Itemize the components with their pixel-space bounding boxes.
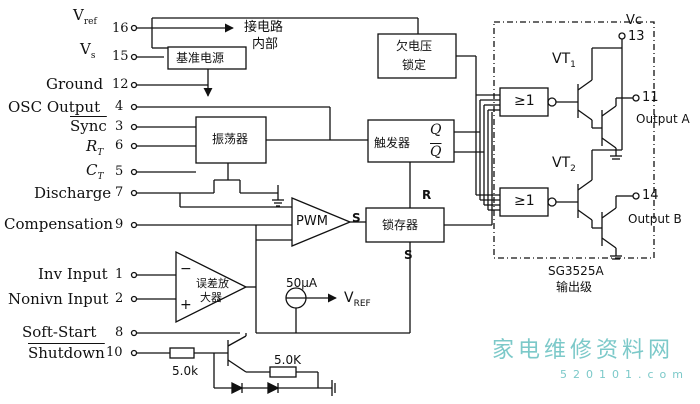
pin-num-vs: 15 [112,49,129,64]
pin-num-noninv: 2 [115,291,124,306]
pin-num-discharge: 7 [115,185,124,200]
pin-label-ground: Ground [46,75,104,93]
vt2-label: VT2 [552,155,576,174]
pin-num-softstart: 8 [115,325,124,340]
pin-label-softstart: Soft-Start [22,323,97,341]
pin-label-vs: Vs [80,40,96,61]
pin-label-vref: Vref [73,6,97,27]
pin-label-rt: RT [86,137,104,158]
pin-num-rt: 6 [115,138,124,153]
vc-label: Vc [626,13,643,28]
pin-stubs [134,27,330,354]
flipflop-qbar: Q [430,144,442,160]
vt1-label: VT1 [552,51,576,70]
pin-label-comp: Compensation [4,215,114,233]
ea-plus: + [180,297,192,313]
pwm-comparator [291,197,352,247]
reference-block [167,46,247,70]
flipflop-q: Q [430,122,442,138]
pin-num-comp: 9 [115,217,124,232]
ea-label-2: 大器 [200,291,222,304]
gate-b-label: ≥1 [514,193,535,209]
pin-label-sync: Sync [70,117,107,135]
pin-label-noninv: Nonivn Input [8,290,109,308]
pin-num-ground: 12 [112,77,129,92]
resistor-5k-1 [169,347,195,359]
out-b-pin-num: 14 [642,188,659,203]
pin-label-shutdown: Shutdown [28,344,105,362]
uvlo-label-1: 欠电压 [396,39,433,53]
pwm-label: PWM [296,214,328,229]
connect-internal-label-1: 接电路 [244,20,284,35]
oscillator-label: 振荡器 [212,132,249,146]
resistor-1-label: 5.0k [172,364,199,378]
reference-label: 基准电源 [176,51,225,65]
flipflop-label: 触发器 [374,136,411,150]
pin-num-vref: 16 [112,21,129,36]
vref-out-label: VREF [344,290,371,309]
out-a-pin-num: 11 [642,90,659,105]
ea-minus: − [180,261,192,277]
resistor-2-label: 5.0K [274,353,301,367]
watermark-cn: 家电维修资料网 [492,338,675,363]
uvlo-label-2: 锁定 [402,58,427,72]
latch-s-in-label: S [352,211,361,225]
pin-num-shutdown: 10 [106,345,123,360]
vc-pin-num: 13 [628,29,645,44]
watermark-url: 520101.com [560,368,689,381]
pin-label-osc: OSC Output [8,98,101,116]
gate-a-label: ≥1 [514,93,535,109]
out-a-label: Output A [636,112,690,126]
pin-label-inv: Inv Input [38,265,108,283]
ea-label-1: 误差放 [196,277,229,290]
latch-r-label: R [422,188,432,202]
output-stage-box [493,21,655,259]
pin-num-sync: 3 [115,119,124,134]
pin-label-discharge: Discharge [34,184,112,202]
connect-internal-label-2: 内部 [252,37,279,52]
pin-num-osc: 4 [115,99,124,114]
latch-label: 锁存器 [382,218,419,232]
latch-s-bottom-label: S [404,248,413,262]
chip-label: SG3525A [548,264,604,278]
chip-sub-label: 输出级 [556,280,593,294]
resistor-5k-2 [269,366,297,378]
pin-num-ct: 5 [115,164,124,179]
current-source-label: 50μA [286,276,318,290]
out-b-label: Output B [628,212,682,226]
flipflop-block [367,119,455,163]
pin-num-inv: 1 [115,267,124,282]
pin-label-ct: CT [86,161,104,182]
error-amplifier [175,250,248,324]
